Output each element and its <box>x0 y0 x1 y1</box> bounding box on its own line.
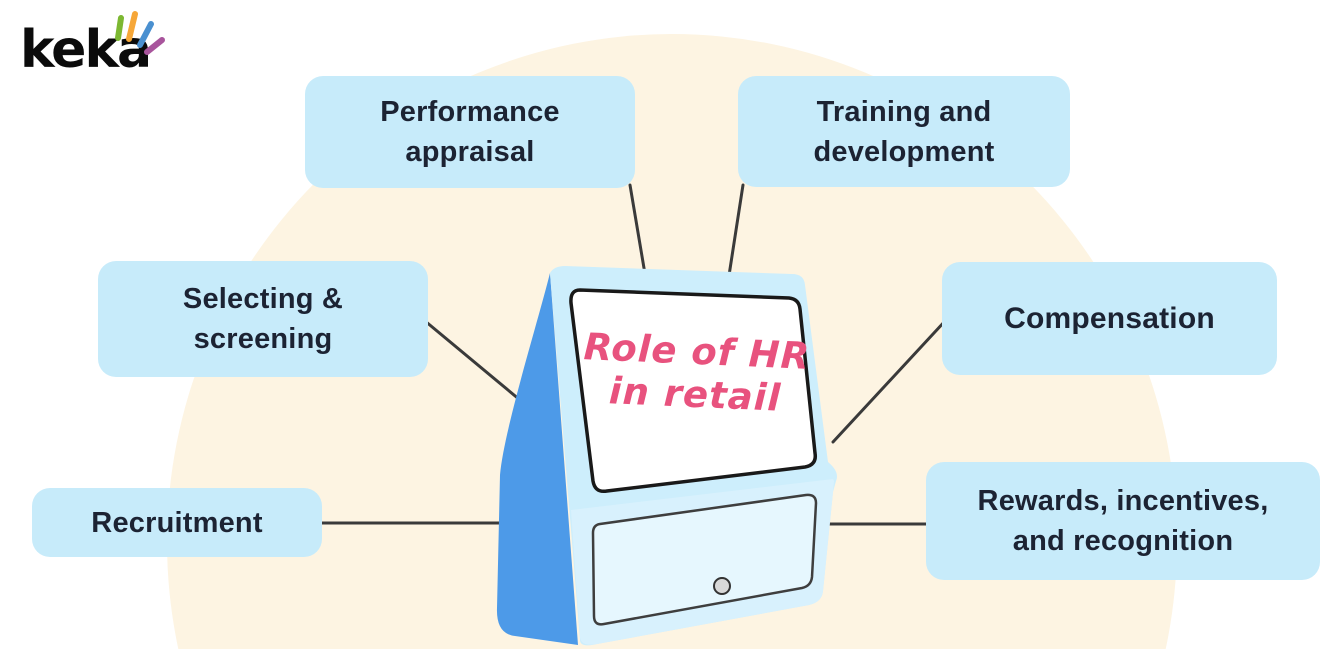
kiosk-screen <box>569 288 818 494</box>
kiosk-knob <box>713 577 731 595</box>
connector-compensation <box>831 318 948 444</box>
node-selecting-screening: Selecting & screening <box>98 261 428 377</box>
node-label-line: Training and <box>816 95 992 128</box>
screen-title: Role of HR in retail <box>554 324 837 422</box>
kiosk-side-panel <box>496 273 578 645</box>
kiosk-drawer-front <box>591 493 818 626</box>
node-label-line: development <box>813 135 995 168</box>
node-compensation: Compensation <box>942 262 1277 375</box>
node-label-line: and recognition <box>1012 525 1234 557</box>
node-label-line: Compensation <box>1004 301 1215 335</box>
connector-training <box>726 183 745 284</box>
node-label-line: Recruitment <box>91 506 263 539</box>
node-label-line: appraisal <box>405 136 535 168</box>
node-recruitment: Recruitment <box>32 488 322 557</box>
node-label-line: Performance <box>380 96 560 128</box>
node-performance-appraisal: Performance appraisal <box>305 76 635 188</box>
logo-sparkles-icon <box>115 11 165 55</box>
node-label-line: screening <box>193 323 333 355</box>
connector-selecting <box>423 319 522 402</box>
connector-performance <box>628 183 648 282</box>
node-label-line: Selecting & <box>182 283 344 315</box>
node-label-line: Rewards, incentives, <box>977 485 1269 517</box>
node-training-development: Training and development <box>738 76 1070 187</box>
node-rewards-incentives-recognition: Rewards, incentives, and recognition <box>926 462 1320 580</box>
